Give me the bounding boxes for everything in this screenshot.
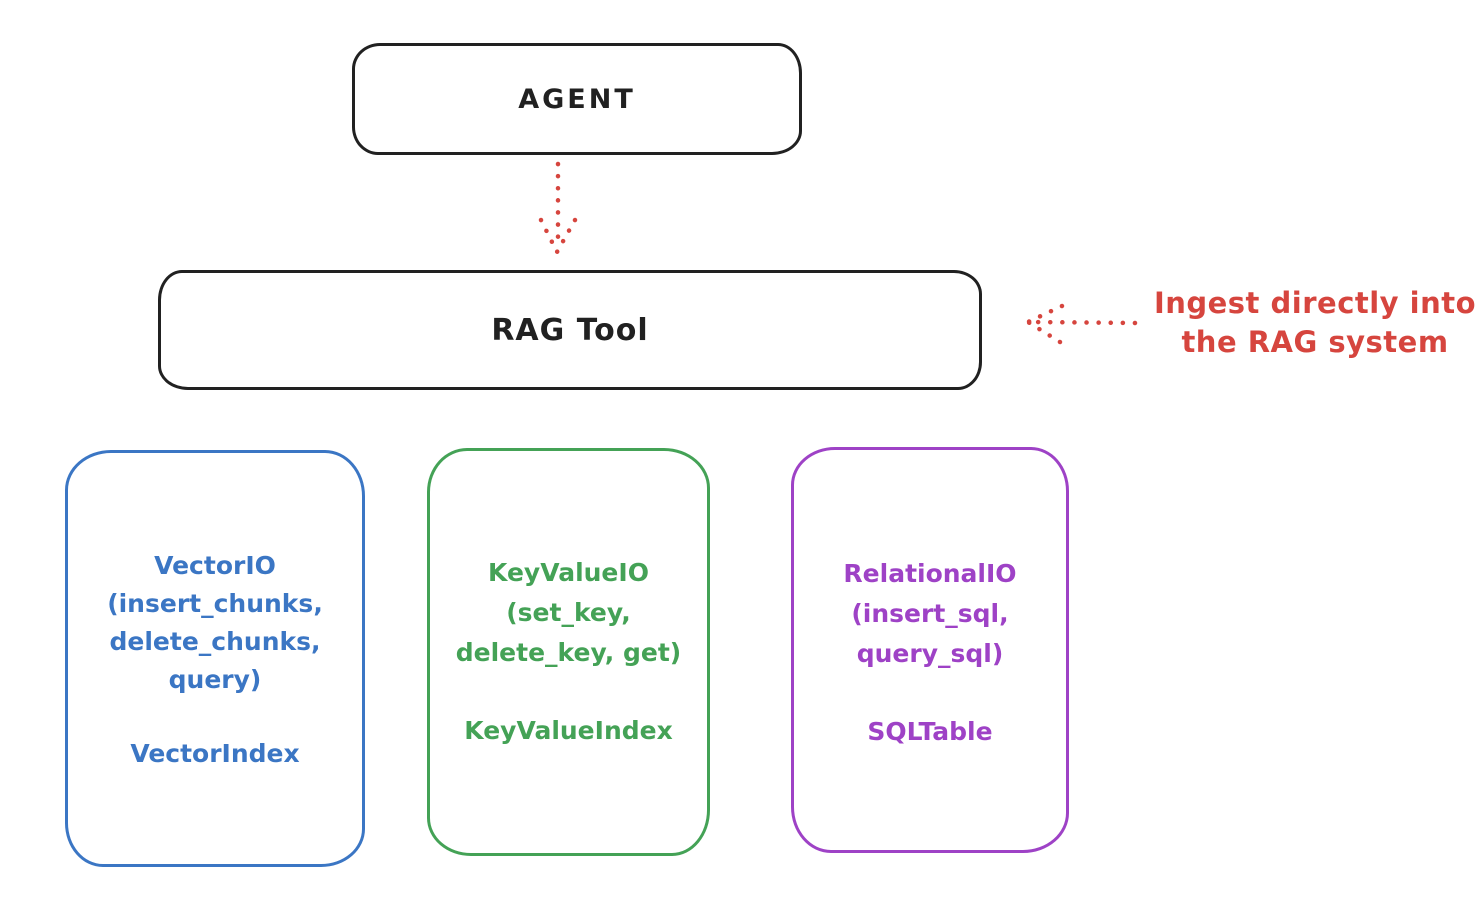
ingest-arrowhead — [1025, 303, 1065, 345]
keyvalue-io-methods-line: (set_key, — [506, 598, 631, 627]
ingest-arrow-shaft — [1027, 319, 1138, 326]
agent-to-rag-arrow — [538, 161, 578, 255]
ingest-annotation: Ingest directly into the RAG system — [1145, 284, 1484, 362]
vector-io-methods-line: (insert_chunks, — [107, 589, 323, 618]
vector-index-label: VectorIndex — [130, 739, 300, 768]
sql-table-label: SQLTable — [867, 717, 993, 746]
relational-io-title: RelationalIO — [843, 559, 1017, 588]
keyvalue-io-methods-line: delete_key, get) — [455, 638, 682, 667]
vector-io-title: VectorIO — [154, 551, 276, 580]
agent-node-label: AGENT — [518, 83, 636, 115]
keyvalue-index-label: KeyValueIndex — [464, 716, 673, 745]
vector-io-node: VectorIO (insert_chunks, delete_chunks, … — [65, 450, 365, 867]
relational-io-methods-line: query_sql) — [856, 639, 1004, 668]
rag-tool-node-label: RAG Tool — [491, 312, 649, 348]
keyvalue-io-title: KeyValueIO — [488, 558, 649, 587]
ingest-annotation-line: Ingest directly into — [1153, 286, 1477, 320]
keyvalue-io-node: KeyValueIO (set_key, delete_key, get) Ke… — [427, 448, 710, 856]
agent-node: AGENT — [352, 43, 802, 155]
vector-io-methods-line: query) — [168, 665, 262, 694]
rag-tool-node: RAG Tool — [158, 270, 982, 390]
vector-io-methods-line: delete_chunks, — [109, 627, 321, 656]
relational-io-methods-line: (insert_sql, — [851, 599, 1009, 628]
ingest-annotation-line: the RAG system — [1181, 325, 1449, 359]
relational-io-node: RelationalIO (insert_sql, query_sql) SQL… — [791, 447, 1069, 853]
ingest-arrow — [1025, 303, 1138, 345]
